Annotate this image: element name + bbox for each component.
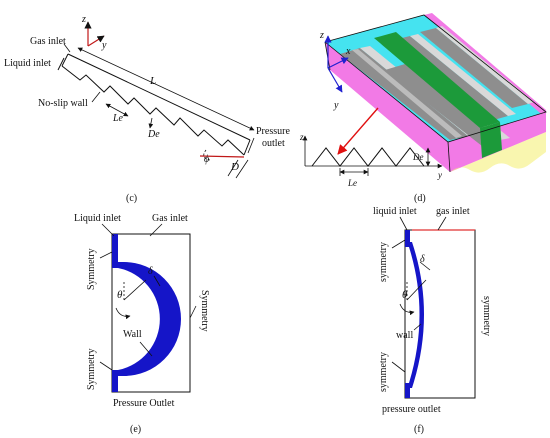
f-delta: δ: [420, 254, 425, 265]
d-profile: z y Le De: [299, 132, 443, 188]
panel-e: θ δ Liquid inlet Gas inlet Symmetry Symm…: [74, 213, 210, 435]
d-axis-z: z: [319, 30, 324, 41]
e-wall: [112, 234, 181, 392]
e-symmetry-bottom: Symmetry: [86, 348, 97, 390]
c-axis-y: y: [101, 40, 107, 51]
e-delta: δ: [148, 266, 153, 277]
c-no-slip-wall-label: No-slip wall: [38, 98, 88, 109]
d-profile-y: y: [437, 170, 442, 180]
e-theta: θ: [117, 289, 123, 301]
d-axis-y: y: [333, 100, 339, 111]
c-label-Le: Le: [112, 113, 124, 124]
e-gas-inlet: Gas inlet: [152, 213, 188, 224]
c-outlet-label: outlet: [262, 138, 285, 149]
f-gas-inlet: gas inlet: [436, 206, 470, 217]
d-caption: (d): [414, 193, 426, 204]
f-wall: [405, 230, 424, 398]
f-symmetry-bottom: symmetry: [378, 352, 389, 392]
d-axis-x: x: [345, 46, 351, 57]
f-symmetry-top: symmetry: [378, 242, 389, 282]
e-symmetry-right: Symmetry: [199, 290, 210, 332]
c-gas-inlet-label: Gas inlet: [30, 36, 66, 47]
panel-d: z x y z y Le De (d): [299, 13, 547, 204]
c-axis-z: z: [81, 14, 86, 25]
e-pressure-outlet: Pressure Outlet: [113, 398, 175, 409]
c-pressure-label: Pressure: [256, 126, 290, 137]
panel-c: z y L Le De ϕ D Gas inlet Liquid inl: [4, 14, 290, 204]
c-label-L: L: [149, 75, 156, 87]
d-profile-z: z: [299, 132, 304, 142]
panel-c-axes: z y: [81, 14, 107, 51]
d-label-De: De: [412, 152, 424, 162]
f-wall-label: wall: [396, 330, 413, 341]
panel-f: θ δ liquid inlet gas inlet symmetry symm…: [373, 206, 492, 435]
f-symmetry-right: symmetry: [481, 296, 492, 336]
c-label-D: D: [230, 161, 239, 173]
c-caption: (c): [126, 193, 137, 204]
f-pressure-outlet: pressure outlet: [382, 404, 441, 415]
f-caption: (f): [414, 424, 424, 435]
c-liquid-inlet-label: Liquid inlet: [4, 58, 51, 69]
e-symmetry-top: Symmetry: [86, 248, 97, 290]
d-label-Le: Le: [347, 178, 357, 188]
c-label-phi: ϕ: [204, 154, 209, 165]
f-theta: θ: [402, 289, 408, 301]
d-axes: z x y: [319, 30, 351, 111]
e-caption: (e): [130, 424, 141, 435]
e-wall-label: Wall: [123, 329, 142, 340]
e-liquid-inlet: Liquid inlet: [74, 213, 121, 224]
f-liquid-inlet: liquid inlet: [373, 206, 417, 217]
c-label-De: De: [147, 129, 160, 140]
